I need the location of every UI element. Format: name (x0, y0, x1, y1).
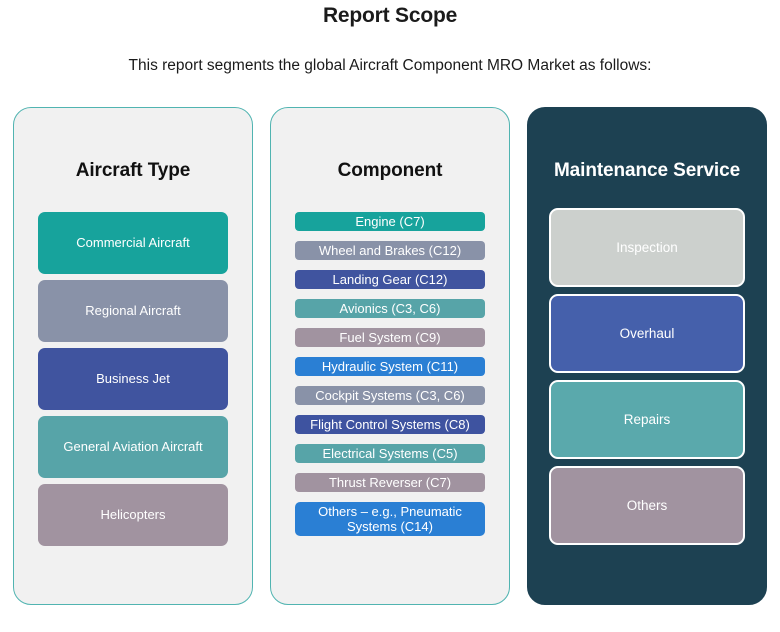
segment-item[interactable]: Helicopters (38, 484, 228, 546)
segment-item[interactable]: Inspection (549, 208, 745, 287)
page-title: Report Scope (322, 4, 458, 27)
segment-item[interactable]: Others – e.g., Pneumatic Systems (C14) (295, 502, 485, 536)
segment-panel-aircraft-type: Aircraft Type Commercial Aircraft Region… (13, 107, 253, 605)
segment-item[interactable]: Others (549, 466, 745, 545)
segmentation-columns: Aircraft Type Commercial Aircraft Region… (13, 107, 767, 605)
segment-item[interactable]: Regional Aircraft (38, 280, 228, 342)
segment-item[interactable]: Electrical Systems (C5) (295, 444, 485, 463)
segment-item[interactable]: Avionics (C3, C6) (295, 299, 485, 318)
segment-item[interactable]: General Aviation Aircraft (38, 416, 228, 478)
column-spacer (253, 107, 270, 605)
panel-title-aircraft-type: Aircraft Type (75, 160, 191, 181)
segment-item[interactable]: Repairs (549, 380, 745, 459)
pill-stack-aircraft-type: Commercial Aircraft Regional Aircraft Bu… (14, 212, 252, 552)
page-subtitle: This report segments the global Aircraft… (128, 57, 652, 74)
segment-item[interactable]: Business Jet (38, 348, 228, 410)
pill-stack-component: Engine (C7) Wheel and Brakes (C12) Landi… (271, 212, 509, 546)
panel-title-maintenance-service: Maintenance Service (553, 160, 741, 181)
segment-panel-maintenance-service: Maintenance Service Inspection Overhaul … (527, 107, 767, 605)
segment-item[interactable]: Fuel System (C9) (295, 328, 485, 347)
segment-item[interactable]: Landing Gear (C12) (295, 270, 485, 289)
column-spacer (510, 107, 527, 605)
segment-item[interactable]: Overhaul (549, 294, 745, 373)
pill-stack-maintenance-service: Inspection Overhaul Repairs Others (528, 208, 766, 552)
segment-panel-component: Component Engine (C7) Wheel and Brakes (… (270, 107, 510, 605)
segment-item[interactable]: Flight Control Systems (C8) (295, 415, 485, 434)
segment-item[interactable]: Cockpit Systems (C3, C6) (295, 386, 485, 405)
panel-title-component: Component (337, 160, 443, 181)
segment-item[interactable]: Wheel and Brakes (C12) (295, 241, 485, 260)
segment-item[interactable]: Engine (C7) (295, 212, 485, 231)
segment-item[interactable]: Hydraulic System (C11) (295, 357, 485, 376)
segment-item[interactable]: Thrust Reverser (C7) (295, 473, 485, 492)
segment-item[interactable]: Commercial Aircraft (38, 212, 228, 274)
